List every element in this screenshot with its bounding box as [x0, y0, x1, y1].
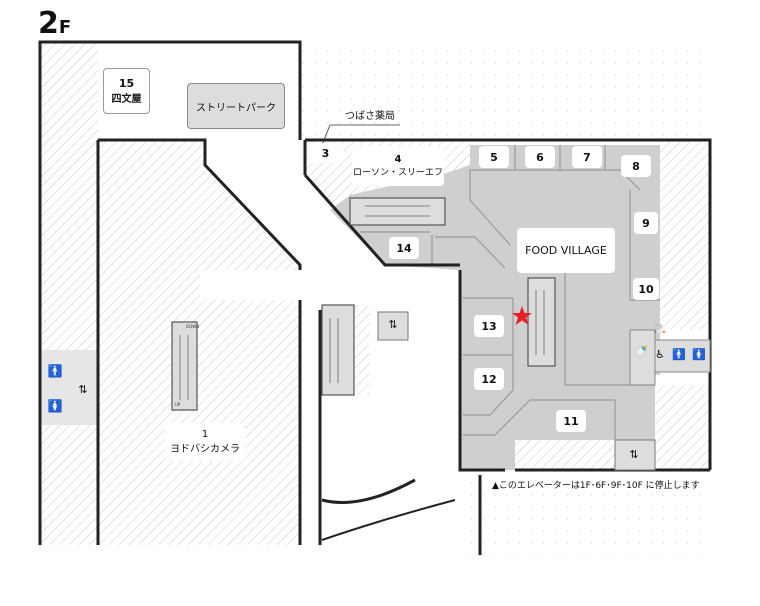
yodobashi-area: [98, 140, 300, 545]
toilet-icon: 🚺: [692, 348, 706, 361]
floor-label: 2F: [38, 6, 72, 41]
shop-10[interactable]: 10: [633, 278, 659, 300]
shop-11[interactable]: 11: [556, 410, 586, 432]
food-village[interactable]: FOOD VILLAGE: [517, 228, 615, 273]
food-village-area: [330, 145, 660, 470]
current-location-star-icon: [512, 306, 532, 325]
toilet-icon: 🚹: [672, 348, 686, 361]
shop-3-name: つばさ薬局: [345, 111, 395, 122]
elevator-icon[interactable]: ⇅: [78, 383, 88, 396]
street-park[interactable]: ストリートパーク: [187, 83, 285, 129]
shop-3[interactable]: 3: [308, 143, 343, 163]
shop-5[interactable]: 5: [479, 146, 509, 168]
shop-8[interactable]: 8: [621, 155, 651, 177]
escalator-up-label: UP: [175, 402, 181, 407]
shop-7[interactable]: 7: [572, 146, 602, 168]
left-hatched-area: [40, 42, 98, 545]
elevator-icon[interactable]: ⇅: [388, 318, 398, 331]
escalator-down-label: DOWN: [186, 324, 200, 329]
accessible-toilet-icon: ♿: [655, 348, 665, 361]
smoking-icon: 🚬: [653, 323, 667, 334]
walls: [38, 40, 712, 555]
elevator-note: ▲このエレベーターは1F･6F･9F･10F に停止します: [492, 481, 700, 491]
shop-14[interactable]: 14: [389, 237, 419, 259]
shop-6[interactable]: 6: [525, 146, 555, 168]
baby-bottle-icon: 🍼: [635, 346, 649, 357]
toilet-icon: 🚹: [47, 364, 63, 378]
elevator-icon[interactable]: ⇅: [629, 448, 639, 461]
outdoor-area: [300, 42, 710, 140]
shop-13[interactable]: 13: [474, 315, 504, 337]
shop-9[interactable]: 9: [634, 212, 658, 234]
shop-12[interactable]: 12: [474, 368, 504, 390]
left-facilities: [40, 350, 98, 425]
toilet-icon: 🚺: [47, 399, 63, 413]
